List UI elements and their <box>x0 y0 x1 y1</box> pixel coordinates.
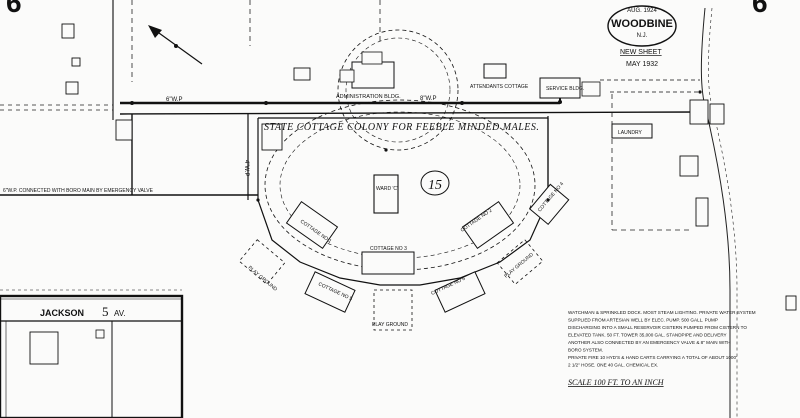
service-building <box>539 77 601 99</box>
new-sheet-label: NEW SHEET <box>620 49 662 56</box>
parcel-number-circle: 15 <box>420 170 450 196</box>
circular-drives <box>257 29 549 286</box>
sheet-number-right: 6 <box>752 0 768 18</box>
inset-map <box>0 289 184 418</box>
administration-label: ADMINISTRATION BLDG. <box>336 94 401 100</box>
ward-c-building <box>373 174 399 214</box>
laundry-building <box>611 123 653 139</box>
water-note-line: BORO SYSTEM. <box>568 348 603 353</box>
service-building-label: SERVICE BLDG. <box>546 86 584 92</box>
laundry-label: LAUNDRY <box>618 130 642 136</box>
street-name: JACKSON <box>40 308 84 318</box>
parcel-number: 15 <box>428 178 442 193</box>
north-arrow <box>148 25 203 65</box>
main-connection-note: 6"W.P. CONNECTED WITH BORO MAIN BY EMERG… <box>3 188 154 194</box>
play-ground-bottom-label: PLAY GROUND <box>372 322 408 328</box>
water-note-line: PRIVATE FIRE 10 HYD'S & HAND CARTS CARRY… <box>568 355 737 360</box>
left-side-structures <box>61 23 311 151</box>
pipe-label-branch: 8"W.P <box>420 96 436 102</box>
town-oval: AUG. 1924 WOODBINE N.J. <box>607 5 677 47</box>
revision-date: MAY 1932 <box>626 61 658 68</box>
administration-building <box>339 51 395 89</box>
oval-state: N.J. <box>637 33 648 39</box>
pipe-label-main: 6"W.P <box>166 97 182 103</box>
water-note-line: DISCHARGING INTO A SMALL RESERVOIR CISTE… <box>568 325 747 330</box>
cottage-3-label: COTTAGE NO 3 <box>370 246 407 252</box>
water-note-line: ELEVATED TANK. 50 FT. TOWER 35,000 GAL. … <box>568 333 727 338</box>
attendants-cottage <box>483 63 507 79</box>
street-suffix: AV. <box>114 309 126 318</box>
street-number: 5 <box>102 304 109 319</box>
ward-c-label: WARD 'C' <box>376 186 398 192</box>
oval-date: AUG. 1924 <box>627 8 657 14</box>
water-note-line: 2 1/2" HOSE. ONE 40 GAL. CHEMICAL EX. <box>568 363 658 368</box>
water-note-line: ANOTHER ALSO CONNECTED BY AN EMERGENCY V… <box>568 340 731 345</box>
institution-title: STATE COTTAGE COLONY FOR FEEBLE MINDED M… <box>264 122 539 133</box>
right-side-structures <box>679 99 797 311</box>
water-notes: WATCHMAN & SPRINKLED DOCK. MOST STEAM LI… <box>568 310 756 368</box>
attendants-cottage-label: ATTENDANTS COTTAGE <box>470 84 529 90</box>
pipe-label-small: 4"W.P <box>243 160 249 176</box>
sheet-number-left: 6 <box>6 0 22 18</box>
oval-town: WOODBINE <box>611 18 673 30</box>
cottage-buildings <box>285 183 570 313</box>
water-note-line: SUPPLIED FROM ARTESIAN WELL BY ELEC. PUM… <box>568 318 718 323</box>
water-note-line: WATCHMAN & SPRINKLED DOCK. MOST STEAM LI… <box>568 310 756 315</box>
hydrant-markers <box>130 90 702 202</box>
scale-note: SCALE 100 FT. TO AN INCH <box>568 378 665 387</box>
